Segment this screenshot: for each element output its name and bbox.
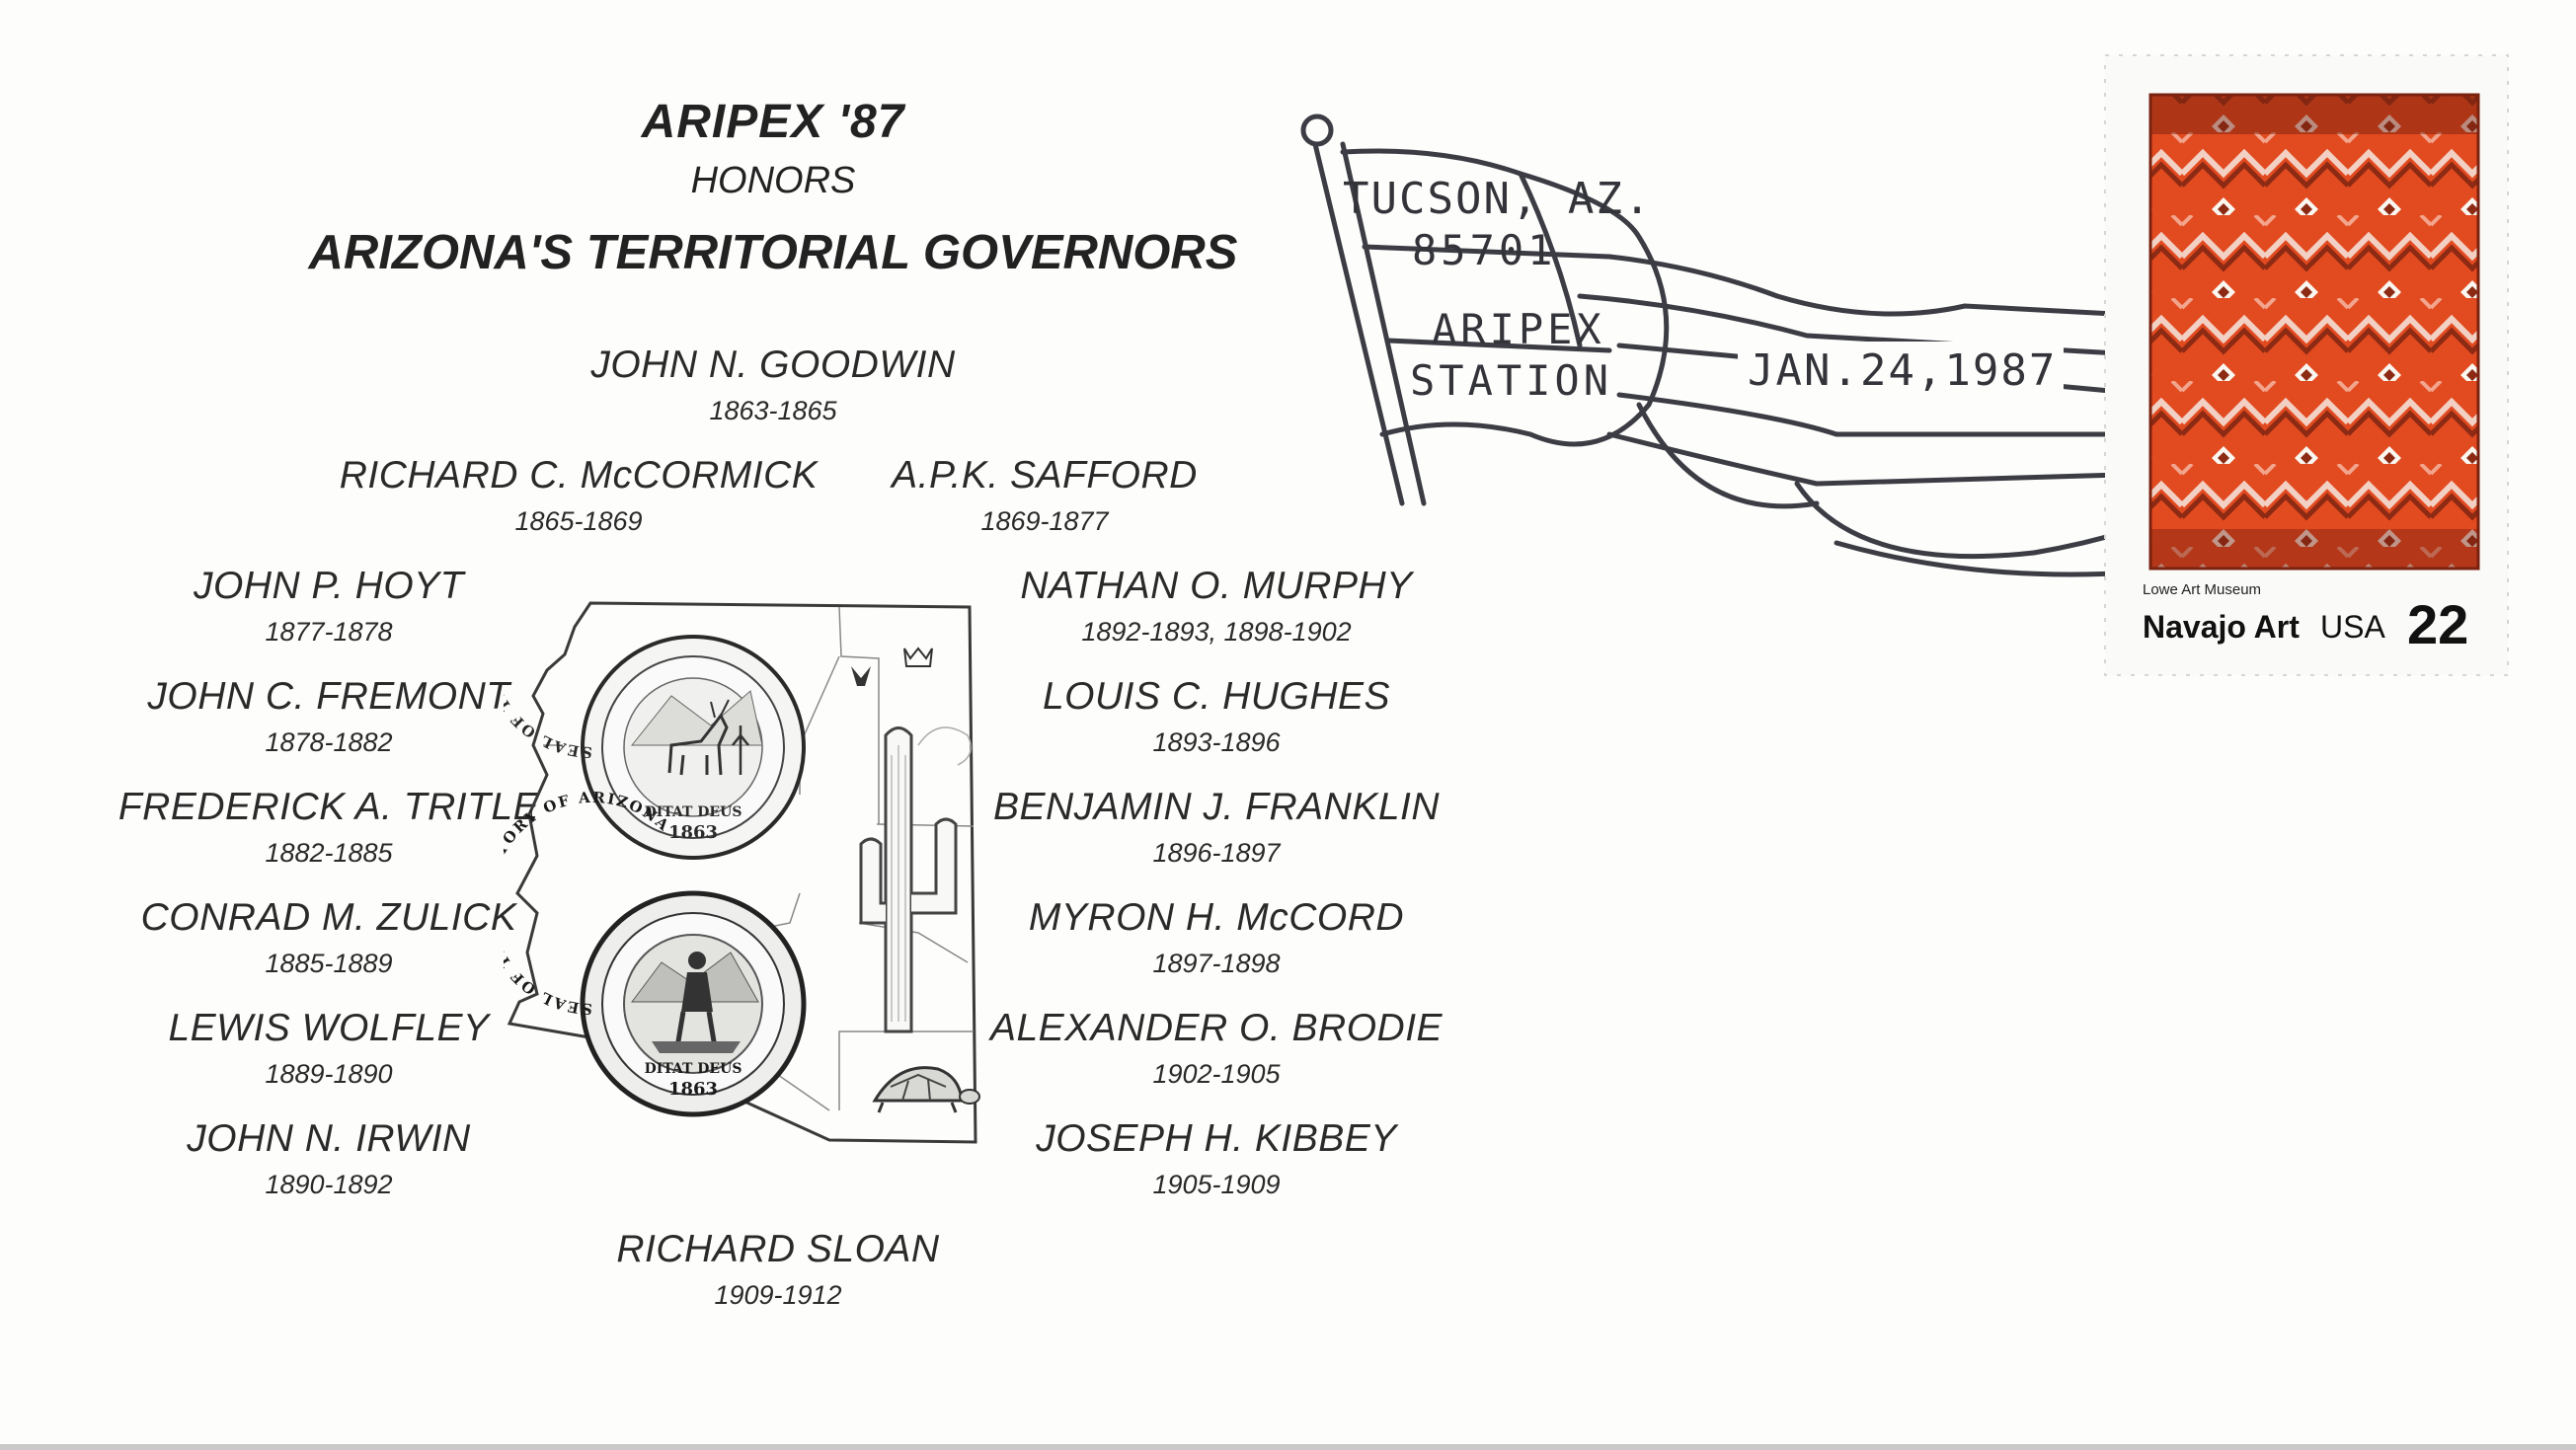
postmark-city: TUCSON, AZ. <box>1343 174 1652 224</box>
governor-years: 1892-1893, 1898-1902 <box>1081 617 1352 647</box>
governor-years: 1890-1892 <box>265 1170 393 1199</box>
governor-name: BENJAMIN J. FRANKLIN <box>992 786 1441 828</box>
governor-name: JOSEPH H. KIBBEY <box>1036 1117 1397 1160</box>
governor-years: 1877-1878 <box>265 617 393 647</box>
navajo-art-stamp: Lowe Art Museum Navajo Art USA 22 <box>2104 54 2509 676</box>
postmark-zip: 85701 <box>1412 226 1556 274</box>
seal-year: 1863 <box>668 822 718 843</box>
governor-years: 1865-1869 <box>514 506 643 536</box>
governor-years: 1878-1882 <box>265 727 393 757</box>
crown-icon <box>903 647 933 667</box>
governor-years: 1882-1885 <box>265 838 393 868</box>
governor-tritle: FREDERICK A. TRITLE 1882-1885 <box>0 786 773 871</box>
saguaro-icon <box>859 726 973 1033</box>
governor-name: CONRAD M. ZULICK <box>140 896 517 939</box>
arizona-map: SEAL OF THE TERRITORY OF ARIZONA DITAT D… <box>504 597 980 1144</box>
tortoise-icon <box>872 1066 980 1113</box>
governor-murphy: NATHAN O. MURPHY 1892-1893, 1898-1902 <box>772 565 1661 649</box>
navajo-rug-icon <box>2148 93 2480 571</box>
governor-name: RICHARD C. McCORMICK <box>339 454 819 496</box>
governor-name: FREDERICK A. TRITLE <box>117 786 540 828</box>
postmark-date: JAN.24,1987 <box>1748 345 2057 396</box>
state-outline <box>507 601 977 1144</box>
governor-name: JOHN P. HOYT <box>194 565 464 607</box>
governor-goodwin: JOHN N. GOODWIN 1863-1865 <box>329 343 1217 428</box>
governor-irwin: JOHN N. IRWIN 1890-1892 <box>0 1117 773 1202</box>
deer-icon <box>630 690 763 776</box>
governor-wolfley: LEWIS WOLFLEY 1889-1890 <box>0 1007 773 1092</box>
governor-name: RICHARD SLOAN <box>616 1228 940 1270</box>
miner-icon <box>631 952 759 1053</box>
governor-years: 1889-1890 <box>265 1059 393 1089</box>
territory-seal-top: SEAL OF THE TERRITORY OF ARIZONA DITAT D… <box>504 597 806 860</box>
stamp-country: USA <box>2320 609 2385 645</box>
seal-motto: DITAT DEUS <box>645 1061 742 1077</box>
governor-years: 1893-1896 <box>1152 727 1281 757</box>
governor-years: 1897-1898 <box>1152 949 1281 978</box>
governor-mccord: MYRON H. McCORD 1897-1898 <box>772 896 1661 981</box>
governor-mccormick: RICHARD C. McCORMICK 1865-1869 <box>134 454 1023 539</box>
governor-name: JOHN N. GOODWIN <box>590 343 956 386</box>
stamp-title: Navajo Art <box>2143 609 2300 645</box>
governor-name: JOHN N. IRWIN <box>187 1117 471 1160</box>
stamp-museum: Lowe Art Museum <box>2143 581 2261 598</box>
governor-hughes: LOUIS C. HUGHES 1893-1896 <box>772 675 1661 760</box>
governor-years: 1863-1865 <box>709 396 837 425</box>
flag-cancel-icon: TUCSON, AZ. 85701 ARIPEX STATION JAN.24,… <box>1300 114 2152 577</box>
governor-brodie: ALEXANDER O. BRODIE 1902-1905 <box>772 1007 1661 1092</box>
governor-name: LOUIS C. HUGHES <box>1042 675 1391 718</box>
postmark-station-line2: STATION <box>1410 356 1612 405</box>
cachet-heading: ARIZONA'S TERRITORIAL GOVERNORS <box>308 226 1238 279</box>
governor-safford: A.P.K. SAFFORD 1869-1877 <box>600 454 1489 539</box>
stamp-denomination: 22 <box>2407 593 2468 655</box>
bird-icon <box>851 666 871 686</box>
governor-name: LEWIS WOLFLEY <box>168 1007 490 1049</box>
governor-sloan: RICHARD SLOAN 1909-1912 <box>334 1228 1222 1313</box>
governor-years: 1902-1905 <box>1152 1059 1281 1089</box>
seal-year: 1863 <box>668 1079 718 1100</box>
governor-franklin: BENJAMIN J. FRANKLIN 1896-1897 <box>772 786 1661 871</box>
governor-name: ALEXANDER O. BRODIE <box>989 1007 1444 1049</box>
cachet-subtitle: HONORS <box>690 160 856 201</box>
governor-name: NATHAN O. MURPHY <box>1020 565 1413 607</box>
governor-name: A.P.K. SAFFORD <box>892 454 1198 496</box>
governor-years: 1885-1889 <box>265 949 393 978</box>
postmark-station-line1: ARIPEX <box>1432 305 1605 353</box>
governor-kibbey: JOSEPH H. KIBBEY 1905-1909 <box>772 1117 1661 1202</box>
governor-hoyt: JOHN P. HOYT 1877-1878 <box>0 565 773 649</box>
governor-years: 1909-1912 <box>714 1280 842 1310</box>
governor-name: MYRON H. McCORD <box>1028 896 1405 939</box>
governor-years: 1896-1897 <box>1152 838 1281 868</box>
governor-years: 1905-1909 <box>1152 1170 1281 1199</box>
seal-motto: DITAT DEUS <box>645 804 742 820</box>
governor-name: JOHN C. FREMONT <box>147 675 510 718</box>
cachet-title: ARIPEX '87 <box>641 96 905 148</box>
governor-years: 1869-1877 <box>980 506 1109 536</box>
governor-zulick: CONRAD M. ZULICK 1885-1889 <box>0 896 773 981</box>
governor-fremont: JOHN C. FREMONT 1878-1882 <box>0 675 773 760</box>
